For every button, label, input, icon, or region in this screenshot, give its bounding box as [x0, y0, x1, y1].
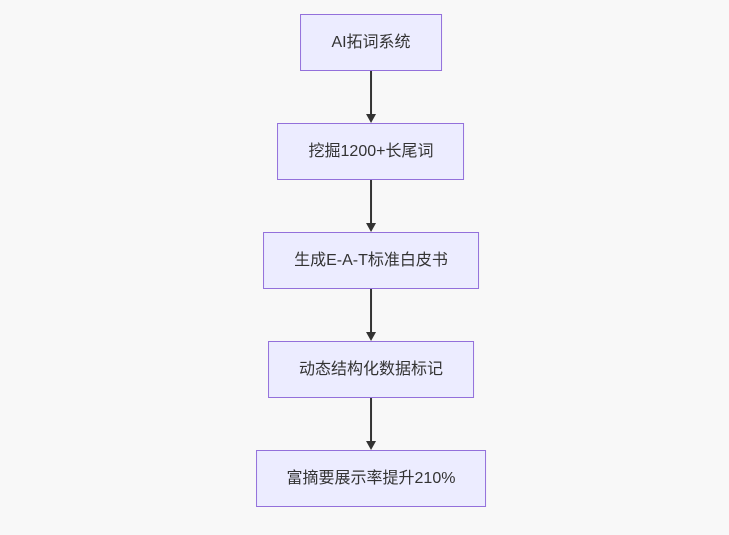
- flow-node-1: AI拓词系统: [300, 14, 442, 71]
- flow-node-4: 动态结构化数据标记: [267, 341, 474, 398]
- arrow-down-icon: [366, 114, 376, 123]
- flow-edge-4: [366, 398, 376, 450]
- arrow-down-icon: [366, 441, 376, 450]
- flow-node-5: 富摘要展示率提升210%: [255, 450, 487, 507]
- flow-node-3-label: 生成E-A-T标准白皮书: [294, 251, 448, 269]
- edge-line: [370, 398, 372, 441]
- edge-line: [370, 71, 372, 114]
- arrow-down-icon: [366, 332, 376, 341]
- flow-edge-1: [366, 71, 376, 123]
- edge-line: [370, 289, 372, 332]
- flow-node-5-label: 富摘要展示率提升210%: [286, 469, 456, 487]
- flow-edge-2: [366, 180, 376, 232]
- arrow-down-icon: [366, 223, 376, 232]
- flowchart-column: AI拓词系统 挖掘1200+长尾词 生成E-A-T标准白皮书 动态结构化数据标记: [255, 14, 487, 507]
- flow-edge-3: [366, 289, 376, 341]
- flow-node-2: 挖掘1200+长尾词: [277, 123, 465, 180]
- edge-line: [370, 180, 372, 223]
- flow-node-4-label: 动态结构化数据标记: [298, 360, 443, 378]
- flow-node-2-label: 挖掘1200+长尾词: [308, 142, 434, 160]
- flow-node-3: 生成E-A-T标准白皮书: [263, 232, 479, 289]
- flow-node-1-label: AI拓词系统: [331, 33, 411, 51]
